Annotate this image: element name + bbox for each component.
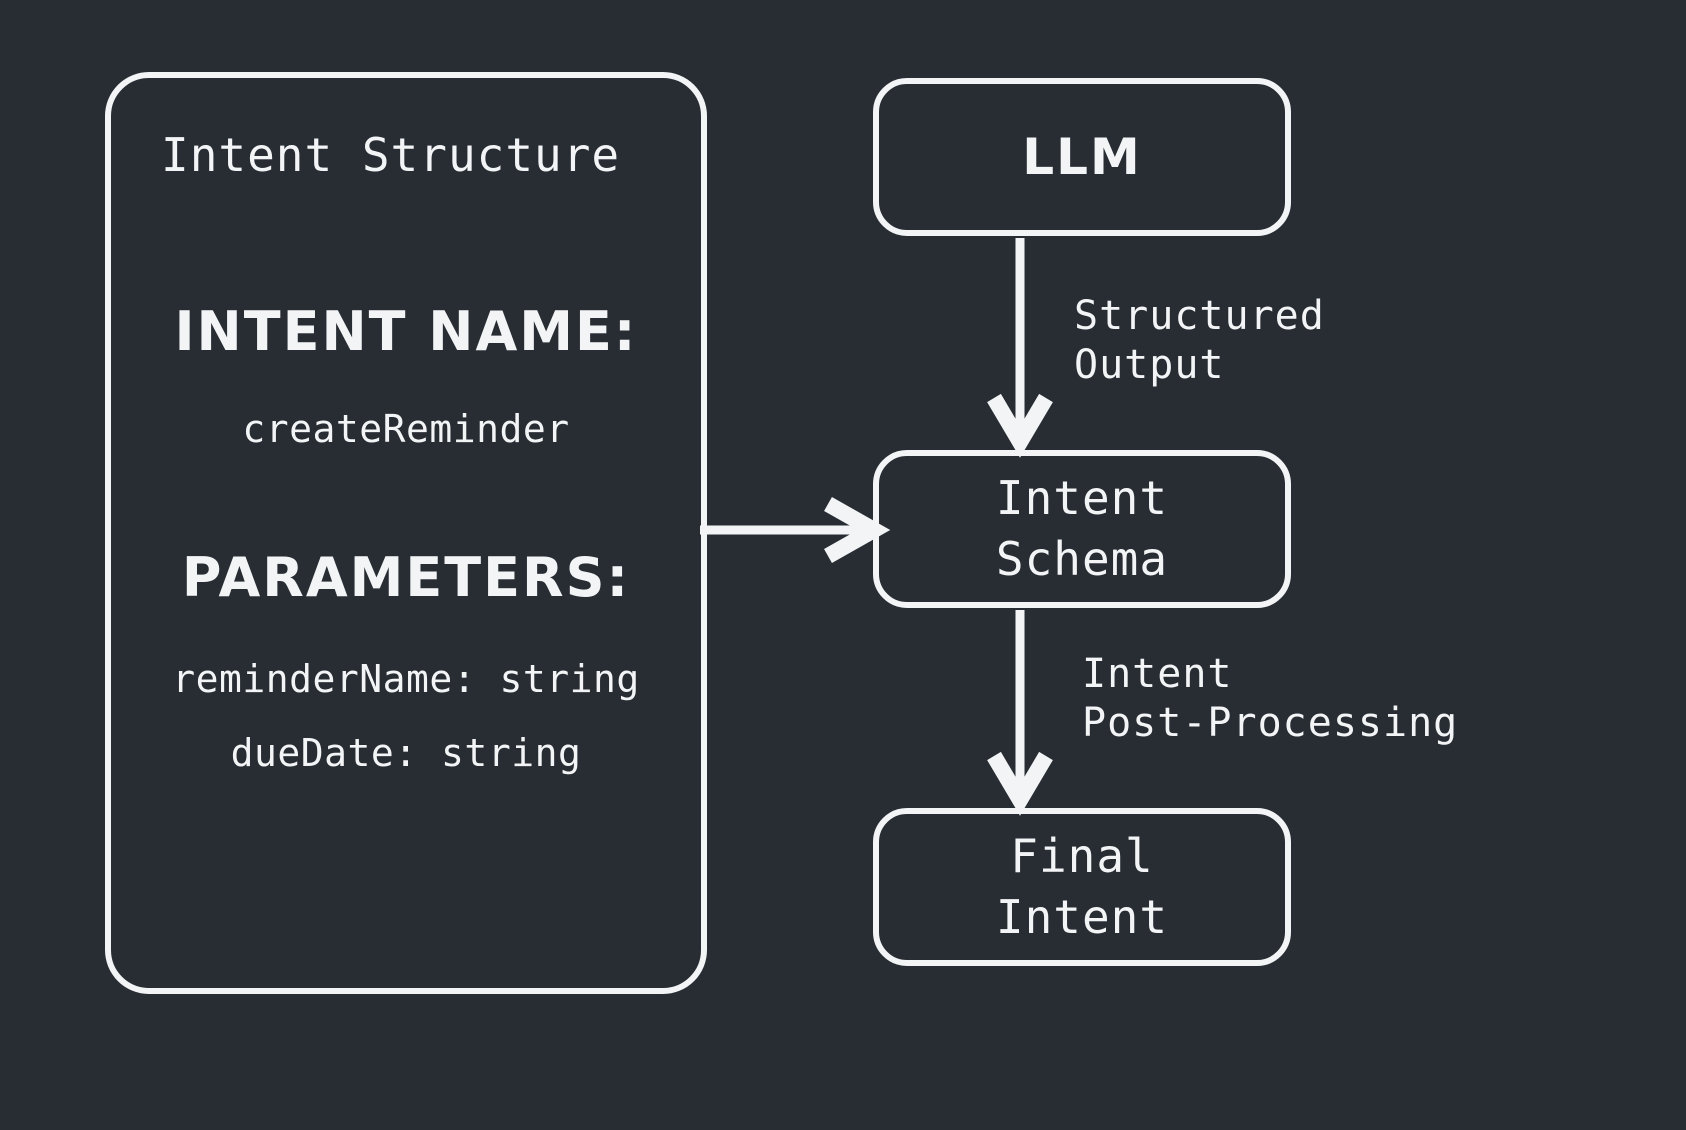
intent-schema-node-label: Intent Schema [995, 471, 1169, 586]
intent-name-value: createReminder [242, 407, 570, 451]
parameters-field: PARAMETERS: reminderName: string dueDate… [111, 546, 701, 775]
arrow-intent-schema-to-final-intent [987, 610, 1053, 816]
intent-name-field: INTENT NAME: createReminder [111, 300, 701, 451]
panel-title: Intent Structure [161, 128, 621, 182]
llm-node: LLM [873, 78, 1291, 236]
final-intent-node: Final Intent [873, 808, 1291, 966]
final-intent-node-label: Final Intent [995, 829, 1169, 944]
edge-label-intent-post-processing: Intent Post-Processing [1082, 651, 1459, 746]
parameters-list: reminderName: string dueDate: string [111, 657, 701, 775]
arrow-intent-structure-to-intent-schema [700, 497, 891, 563]
llm-node-label: LLM [1022, 128, 1142, 186]
arrow-llm-to-intent-schema [987, 238, 1053, 458]
intent-structure-panel: Intent Structure INTENT NAME: createRemi… [105, 72, 707, 994]
parameter-item: reminderName: string [172, 657, 640, 701]
intent-schema-node: Intent Schema [873, 450, 1291, 608]
parameter-item: dueDate: string [230, 731, 582, 775]
intent-name-label: INTENT NAME: [174, 300, 638, 363]
edge-label-structured-output: Structured Output [1074, 293, 1325, 388]
parameters-label: PARAMETERS: [181, 546, 631, 609]
